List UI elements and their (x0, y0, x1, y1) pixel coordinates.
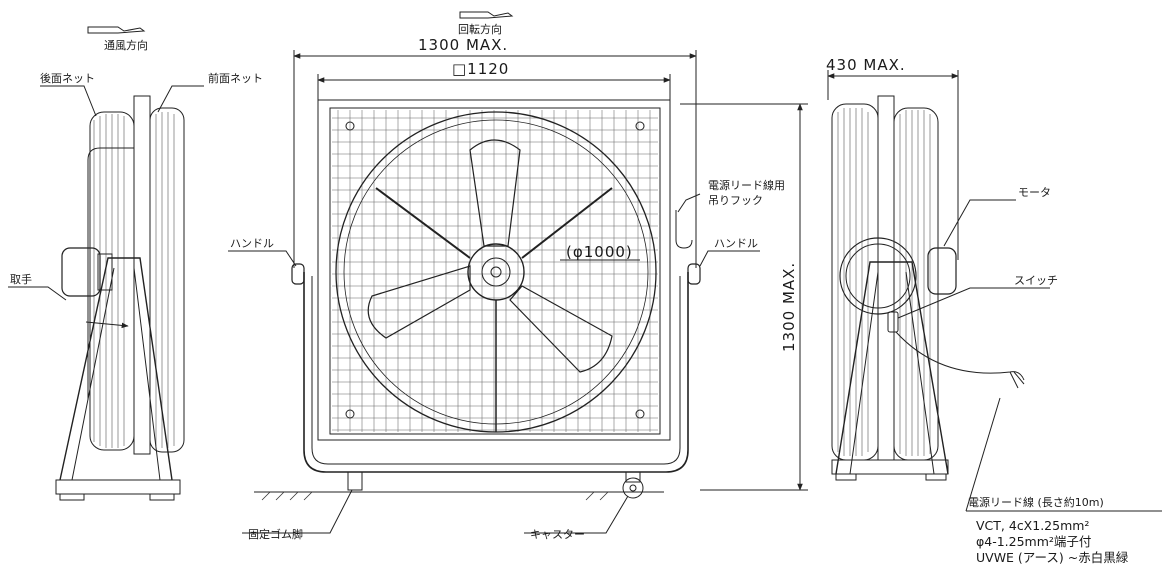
handle-left-label: ハンドル (230, 237, 274, 250)
rear-net-label: 後面ネット (40, 71, 95, 85)
overall-height-dimension: 1300 MAX. (780, 262, 798, 352)
cord-spec-line1: VCT, 4cX1.25mm² (976, 518, 1089, 533)
cord-title-label: 電源リード線 (長さ約10m) (968, 495, 1104, 509)
rotation-direction-label: 回転方向 (458, 22, 502, 36)
cord-hook-label-2: 吊りフック (708, 194, 763, 207)
cord-spec-line2: φ4-1.25mm²端子付 (976, 534, 1091, 549)
cord-spec-line3: UVWE (アース) ~赤白黒緑 (976, 550, 1129, 565)
overall-width-dimension: 1300 MAX. (418, 36, 508, 54)
handle-right-label: ハンドル (714, 237, 758, 250)
switch-label: スイッチ (1014, 274, 1058, 287)
left-side-view (8, 26, 204, 501)
airflow-direction-label: 通風方向 (104, 38, 148, 52)
grip-label: 取手 (10, 272, 32, 286)
front-net-label: 前面ネット (208, 71, 263, 85)
blade-diameter-dimension: (φ1000) (566, 243, 633, 261)
front-view (228, 11, 808, 534)
cord-hook-label-1: 電源リード線用 (708, 178, 785, 192)
frame-width-dimension: □1120 (452, 60, 509, 78)
right-side-view (827, 70, 1162, 512)
rubber-foot-label: 固定ゴム脚 (248, 527, 303, 541)
labels: 通風方向 回転方向 後面ネット 前面ネット ハンドル ハンドル 取手 電源リード… (10, 22, 1129, 565)
motor-label: モータ (1018, 186, 1051, 199)
depth-dimension: 430 MAX. (826, 56, 906, 74)
caster-label: キャスター (530, 528, 585, 541)
